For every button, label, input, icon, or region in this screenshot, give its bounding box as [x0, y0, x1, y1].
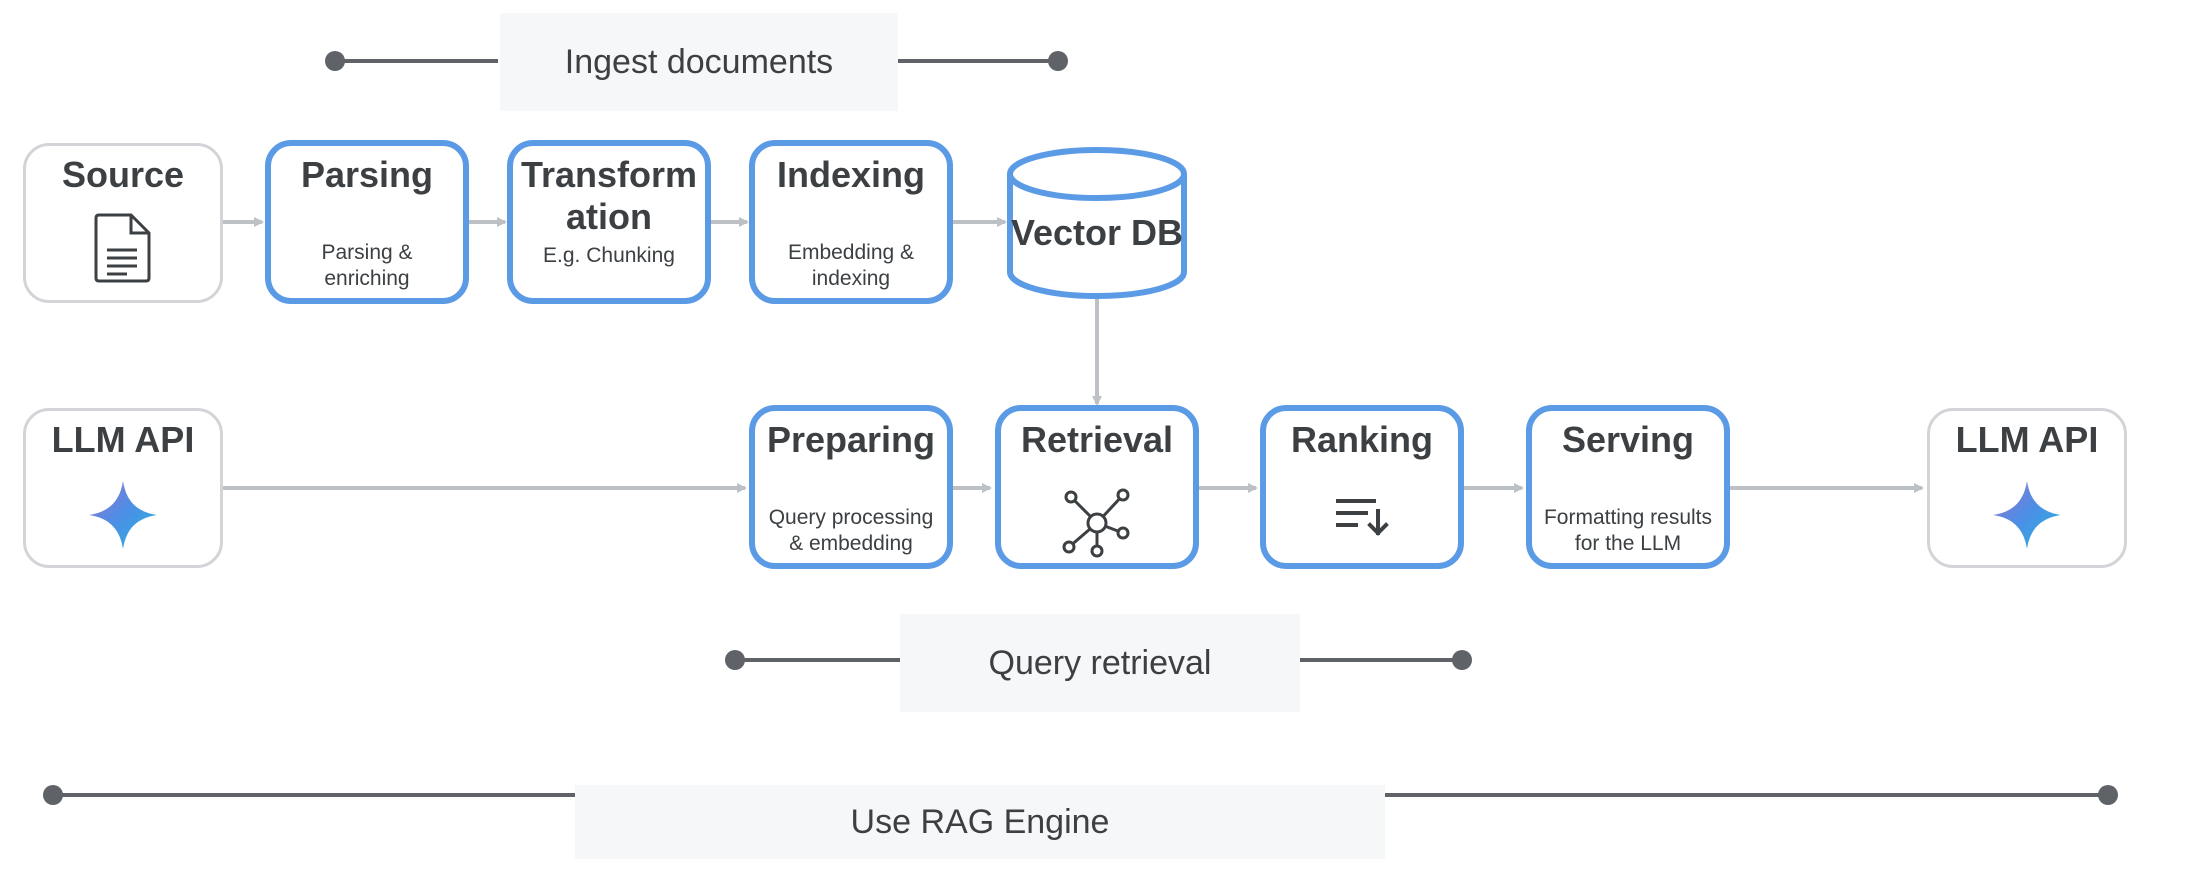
document-icon — [93, 212, 153, 289]
vector-db-title: Vector DB — [1010, 212, 1184, 253]
ingest-bracket — [325, 51, 1068, 71]
transformation-title-1: Transform — [520, 154, 698, 195]
serving-node: Serving Formatting results for the LLM — [1526, 405, 1730, 569]
ingest-documents-label: Ingest documents — [500, 13, 898, 111]
network-icon — [1061, 487, 1133, 564]
query-label-text: Query retrieval — [988, 643, 1212, 682]
gemini-sparkle-icon — [87, 479, 159, 556]
engine-bracket — [43, 785, 2118, 805]
source-node: Source — [23, 143, 223, 303]
llm-api-output-title: LLM API — [1955, 419, 2099, 460]
llm-api-output-node: LLM API — [1927, 408, 2127, 568]
parsing-title: Parsing — [300, 154, 434, 195]
serving-title: Serving — [1561, 419, 1695, 460]
parsing-node: Parsing Parsing & enriching — [265, 140, 469, 304]
indexing-title: Indexing — [776, 154, 925, 195]
indexing-subtitle-2: indexing — [811, 267, 891, 290]
preparing-title: Preparing — [766, 419, 936, 460]
transformation-title-2: ation — [566, 196, 652, 237]
parsing-subtitle-2: enriching — [324, 267, 410, 290]
query-retrieval-label: Query retrieval — [900, 614, 1300, 712]
engine-label-text: Use RAG Engine — [850, 802, 1110, 841]
ingest-label-text: Ingest documents — [564, 42, 834, 81]
serving-subtitle-1: Formatting results — [1543, 506, 1713, 529]
gemini-sparkle-icon — [1991, 479, 2063, 556]
preparing-subtitle-1: Query processing — [768, 506, 934, 529]
sort-icon — [1334, 495, 1390, 544]
use-rag-engine-label: Use RAG Engine — [575, 785, 1385, 859]
retrieval-title: Retrieval — [1020, 419, 1174, 460]
indexing-node: Indexing Embedding & indexing — [749, 140, 953, 304]
vector-db-cylinder — [1007, 147, 1187, 299]
ingest-arrows — [223, 217, 1102, 406]
indexing-subtitle-1: Embedding & — [787, 241, 915, 264]
transformation-subtitle: E.g. Chunking — [543, 244, 675, 267]
preparing-subtitle-2: & embedding — [789, 532, 913, 555]
preparing-node: Preparing Query processing & embedding — [749, 405, 953, 569]
llm-api-input-node: LLM API — [23, 408, 223, 568]
transformation-node: Transform ation E.g. Chunking — [507, 140, 711, 304]
parsing-subtitle-1: Parsing & — [321, 241, 413, 264]
query-bracket — [725, 650, 1472, 670]
ranking-title: Ranking — [1290, 419, 1433, 460]
retrieval-node: Retrieval — [995, 405, 1199, 569]
llm-api-input-title: LLM API — [51, 419, 195, 460]
source-title: Source — [61, 154, 185, 195]
ranking-node: Ranking — [1260, 405, 1464, 569]
serving-subtitle-2: for the LLM — [1574, 532, 1682, 555]
